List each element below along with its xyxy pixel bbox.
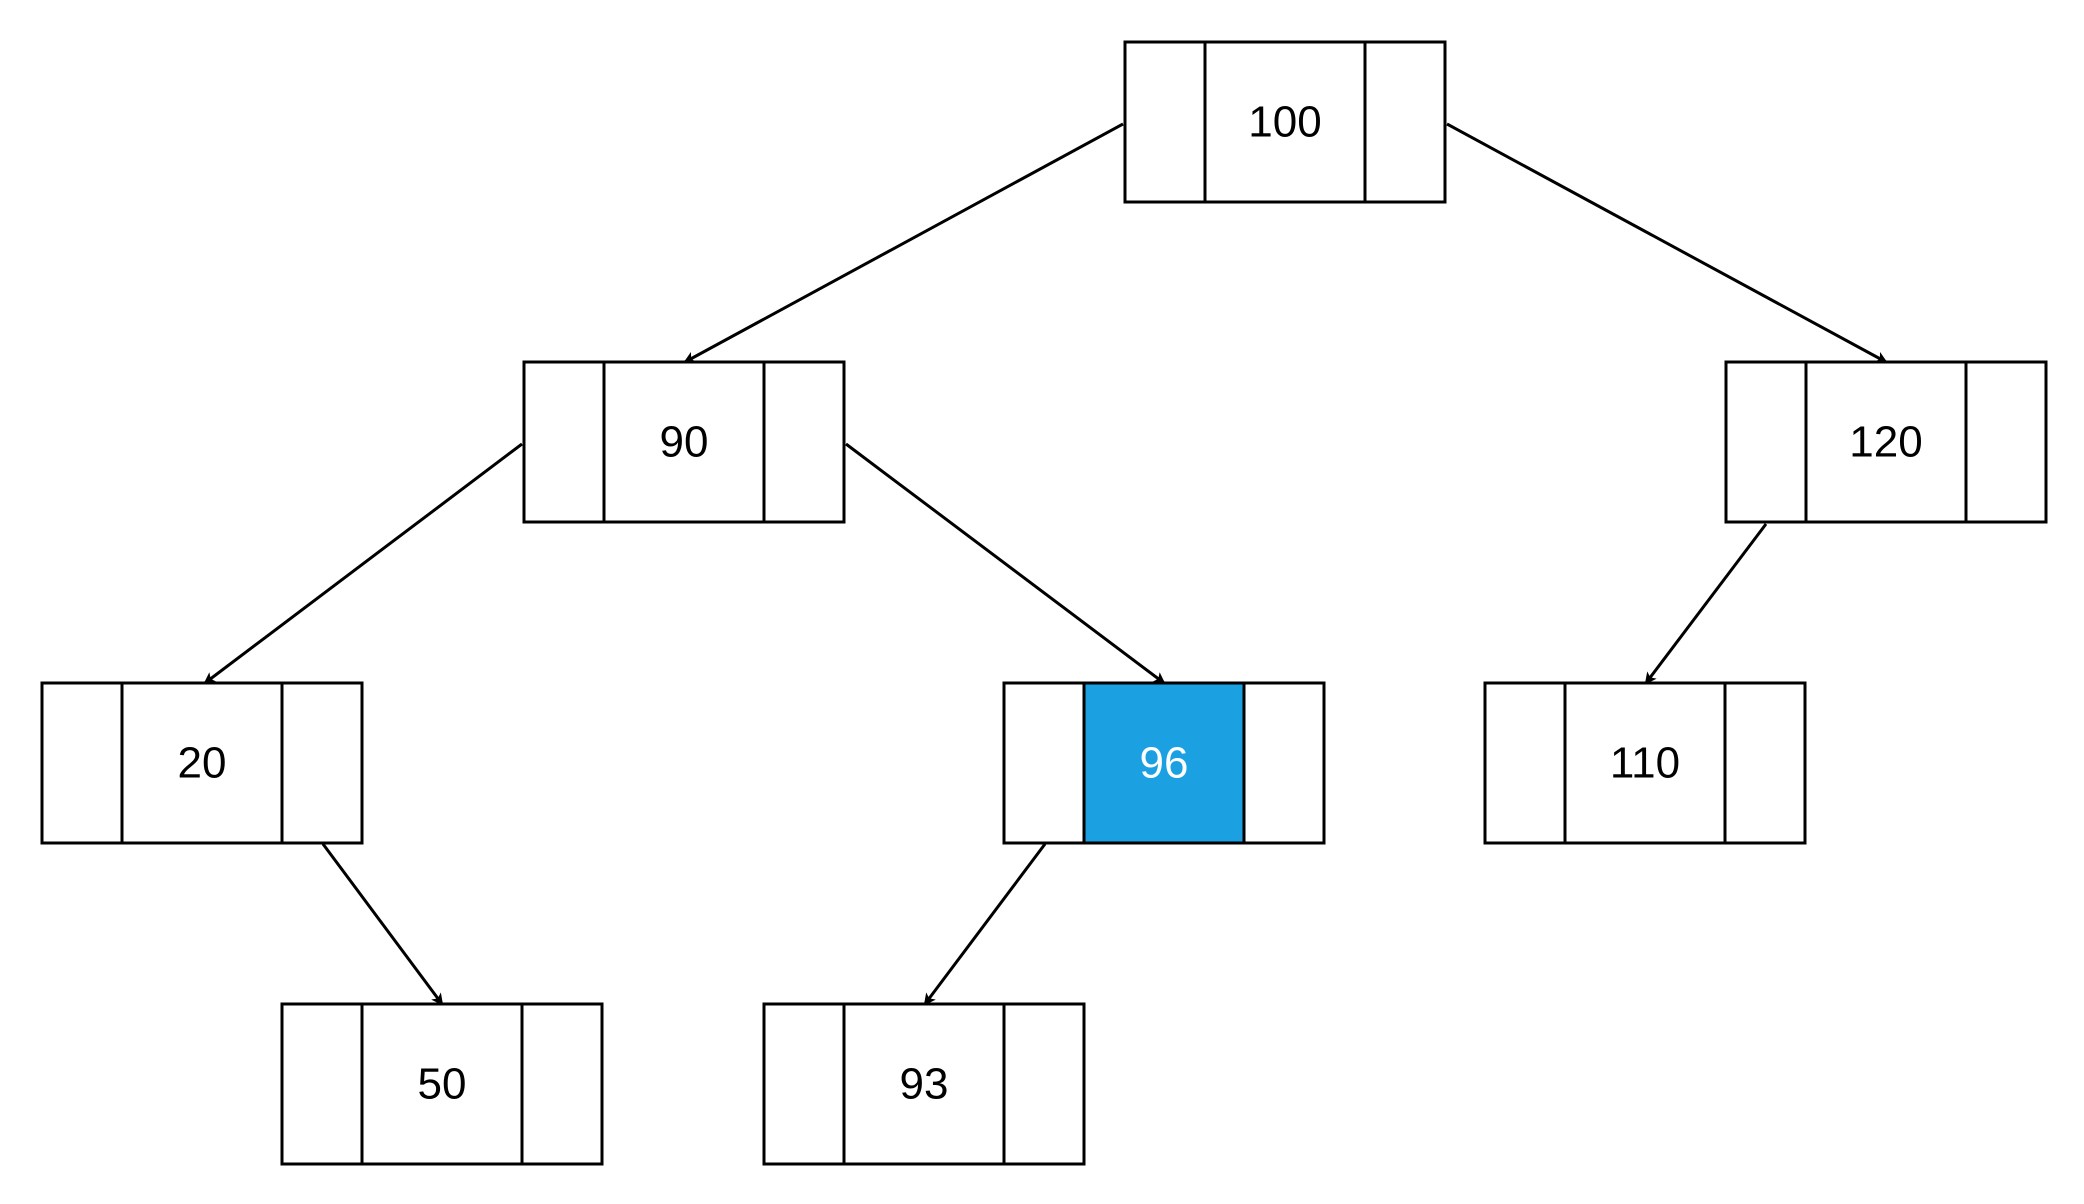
edge-n90-to-n96 xyxy=(845,442,1166,685)
value-cell xyxy=(1203,40,1367,204)
left-pointer-cell xyxy=(280,1002,364,1166)
value-cell xyxy=(842,1002,1006,1166)
left-pointer-cell xyxy=(1724,360,1808,524)
left-pointer-cell xyxy=(522,360,606,524)
node-value-label: 20 xyxy=(178,739,227,788)
edge-n90-to-n20 xyxy=(203,442,523,685)
right-pointer-cell xyxy=(1964,360,2048,524)
edges-layer xyxy=(203,122,1888,1006)
left-pointer-cell xyxy=(1002,681,1086,845)
tree-node-100: 100 xyxy=(1123,40,1447,204)
nodes-layer: 100 90 120 20 96 110 50 93 xyxy=(40,40,2048,1166)
node-value-label: 96 xyxy=(1140,739,1189,788)
right-pointer-cell xyxy=(280,681,364,845)
edge-n96-to-n93 xyxy=(923,843,1047,1006)
left-pointer-cell xyxy=(40,681,124,845)
tree-node-96: 96 xyxy=(1002,681,1326,845)
node-value-label: 50 xyxy=(418,1060,467,1109)
value-cell xyxy=(1563,681,1727,845)
tree-node-110: 110 xyxy=(1483,681,1807,845)
node-value-label: 93 xyxy=(900,1060,949,1109)
right-pointer-cell xyxy=(1242,681,1326,845)
left-pointer-cell xyxy=(762,1002,846,1166)
edge-n100-to-n120 xyxy=(1446,122,1888,364)
node-value-label: 90 xyxy=(660,418,709,467)
value-cell xyxy=(360,1002,524,1166)
left-pointer-cell xyxy=(1483,681,1567,845)
right-pointer-cell xyxy=(1002,1002,1086,1166)
right-pointer-cell xyxy=(1363,40,1447,204)
left-pointer-cell xyxy=(1123,40,1207,204)
edge-n100-to-n90 xyxy=(683,122,1124,364)
value-cell xyxy=(602,360,766,524)
node-value-label: 110 xyxy=(1610,739,1680,788)
right-pointer-cell xyxy=(1723,681,1807,845)
value-cell xyxy=(1082,681,1246,845)
edge-n120-to-n110 xyxy=(1644,523,1768,685)
tree-node-120: 120 xyxy=(1724,360,2048,524)
tree-node-20: 20 xyxy=(40,681,364,845)
tree-node-50: 50 xyxy=(280,1002,604,1166)
tree-node-90: 90 xyxy=(522,360,846,524)
node-value-label: 120 xyxy=(1849,418,1922,467)
node-value-label: 100 xyxy=(1248,98,1321,147)
right-pointer-cell xyxy=(520,1002,604,1166)
right-pointer-cell xyxy=(762,360,846,524)
edge-n20-to-n50 xyxy=(321,843,444,1006)
tree-node-93: 93 xyxy=(762,1002,1086,1166)
value-cell xyxy=(1804,360,1968,524)
